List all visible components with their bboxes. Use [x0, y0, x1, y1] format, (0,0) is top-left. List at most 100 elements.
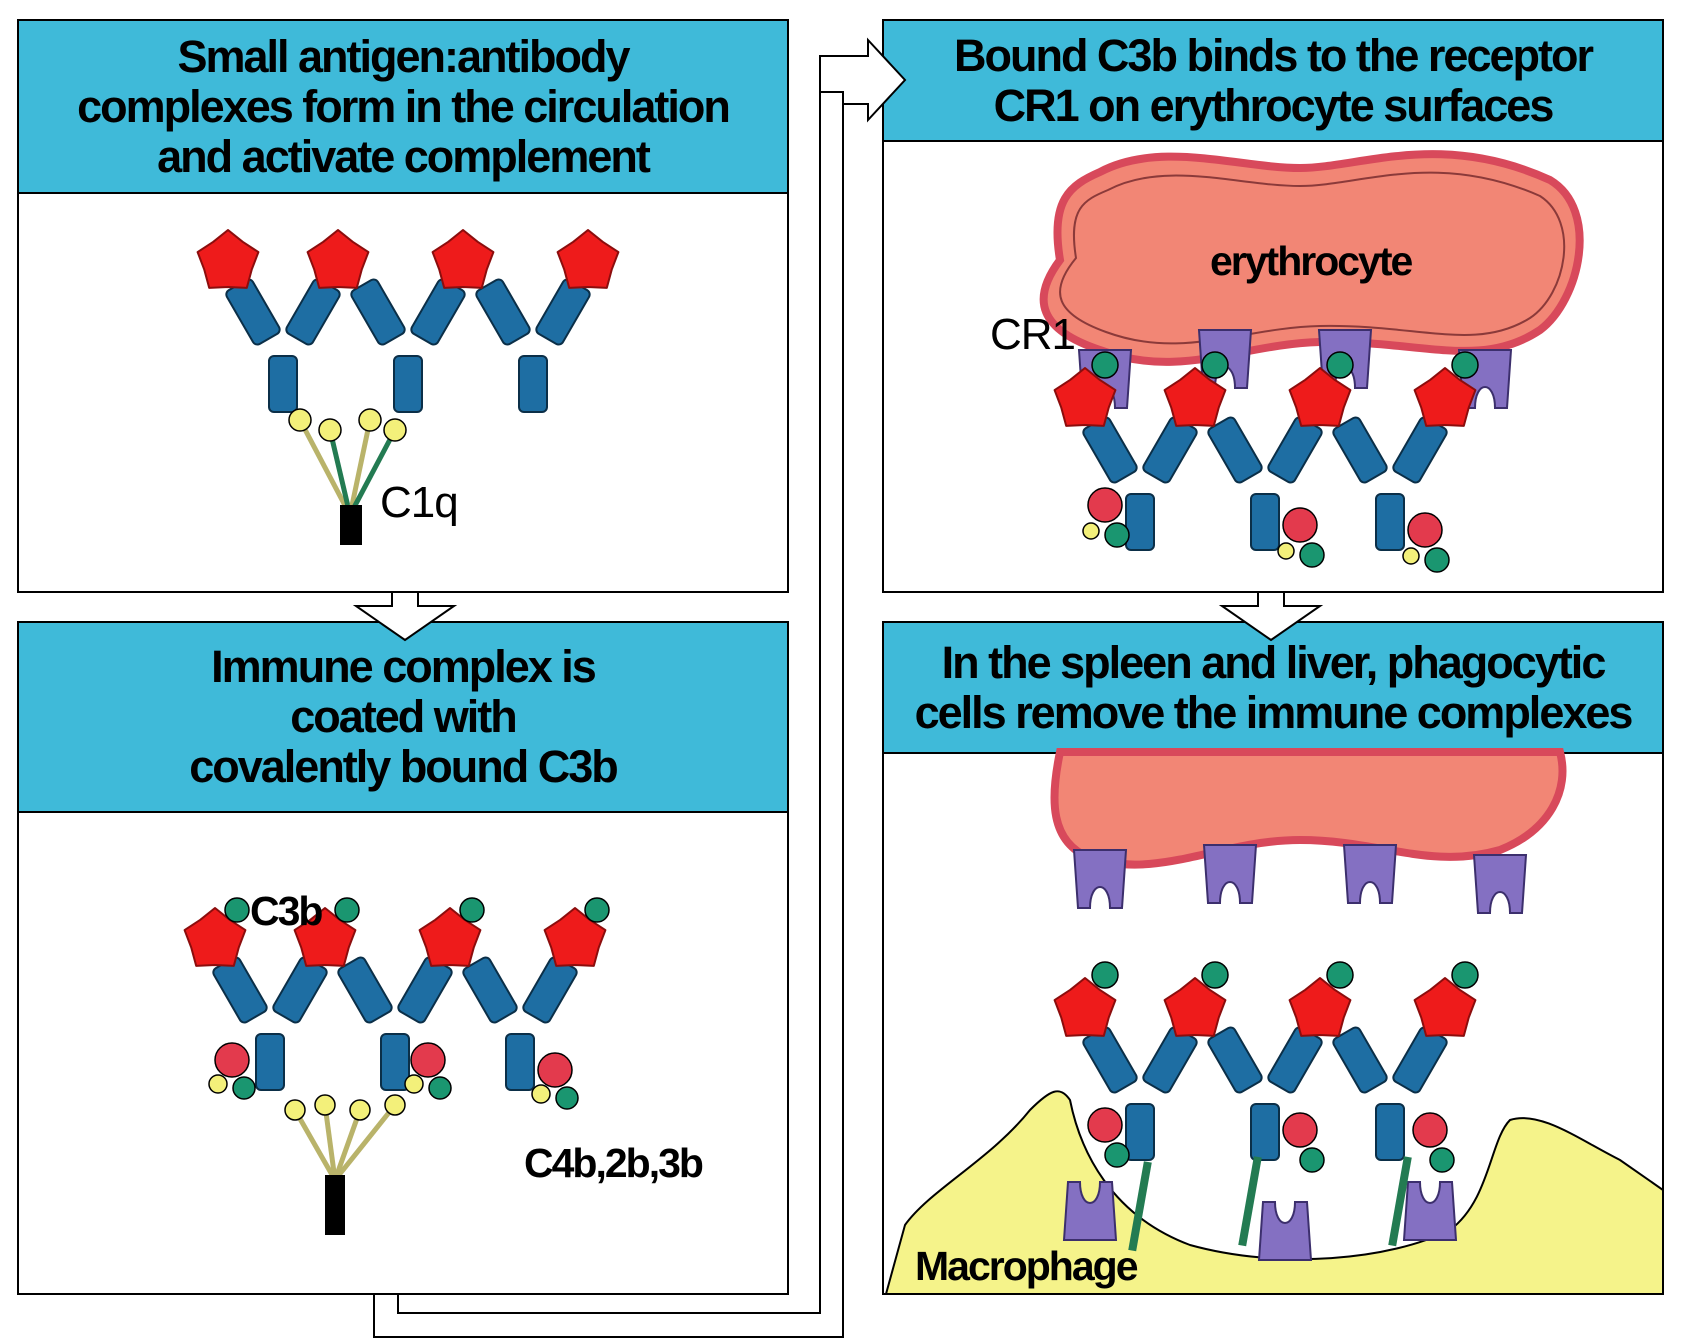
c4b-molecule	[537, 1052, 573, 1088]
panel-3-title: Bound C3b binds to the receptor CR1 on e…	[953, 29, 1594, 131]
fc-receptor	[1062, 1181, 1118, 1241]
c1q-head	[288, 408, 312, 432]
c3b-molecule	[232, 1076, 256, 1100]
c3b-molecule	[1326, 961, 1354, 989]
antigen-icon	[1163, 367, 1227, 427]
cr1-receptor	[1202, 844, 1258, 904]
c3b-molecule	[1091, 351, 1119, 379]
c3b-molecule	[459, 897, 485, 923]
antibody-segment	[1332, 1026, 1388, 1094]
c3b-molecule	[1201, 961, 1229, 989]
c3b-molecule	[334, 897, 360, 923]
antibody-segment	[462, 956, 518, 1024]
antigen-icon	[431, 229, 495, 289]
c1q-head	[284, 1099, 306, 1121]
c1q-strand	[297, 418, 353, 517]
c2b-molecule	[531, 1084, 551, 1104]
antibody-fc	[255, 1033, 285, 1091]
antibody-segment	[337, 956, 393, 1024]
antigen-icon	[1413, 977, 1477, 1037]
panel-2-header	[17, 621, 789, 813]
c3b-molecule	[1299, 1147, 1325, 1173]
c3b-molecule	[1201, 351, 1229, 379]
antibody-segment	[475, 278, 531, 346]
label-c3b: C3b	[250, 888, 323, 934]
c2b-molecule	[1402, 547, 1420, 565]
macrophage-cell	[884, 1090, 1664, 1295]
flow-connector-inner	[397, 68, 821, 1314]
antibody-fc	[380, 1033, 410, 1091]
antigen-icon	[543, 907, 607, 967]
c1q-strand	[292, 1108, 338, 1182]
c3b-molecule	[1299, 542, 1325, 568]
c1q-head	[384, 1094, 406, 1116]
label-c4b-2b-3b: C4b,2b,3b	[524, 1140, 704, 1186]
label-c1q: C1q	[380, 478, 459, 527]
antigen-icon	[183, 907, 247, 967]
c1q-strand	[347, 419, 373, 516]
panel-1-header	[17, 19, 789, 194]
label-erythrocyte: erythrocyte	[1210, 238, 1413, 284]
c3b-molecule	[1104, 1142, 1130, 1168]
fc-receptor	[1402, 1181, 1458, 1241]
c4b-molecule	[1282, 1112, 1318, 1148]
fc-receptor	[1257, 1201, 1313, 1261]
arrow-down-icon	[1218, 591, 1324, 642]
antigen-icon	[418, 907, 482, 967]
arrow-down-icon	[352, 591, 458, 642]
panel-4-header	[882, 621, 1664, 754]
antibody-segment	[1207, 416, 1263, 484]
c1q-head	[358, 408, 382, 432]
arrow-right-icon	[819, 37, 907, 123]
c3b-molecule	[1451, 961, 1479, 989]
c1q-strand	[333, 1103, 397, 1182]
antibody-fc	[1125, 1103, 1155, 1161]
antigen-icon	[1163, 977, 1227, 1037]
antibody-fc	[1250, 493, 1280, 551]
c1q-head	[349, 1099, 371, 1121]
antibody-fc	[505, 1033, 535, 1091]
c4b-molecule	[1407, 512, 1443, 548]
antigen-icon	[1413, 367, 1477, 427]
antibody-fc	[518, 355, 548, 413]
c3b-molecule	[1424, 547, 1450, 573]
c3b-molecule	[1104, 522, 1130, 548]
cr1-receptor	[1342, 844, 1398, 904]
c3b-molecule	[224, 897, 250, 923]
c2b-molecule	[1082, 522, 1100, 540]
antigen-icon	[556, 229, 620, 289]
c2b-molecule	[404, 1074, 424, 1094]
erythrocyte-cell	[1050, 748, 1567, 869]
antigen-icon	[293, 907, 357, 967]
macrophage-membrane-protein	[1238, 1156, 1262, 1247]
c1q-strand	[347, 428, 398, 517]
c3b-molecule	[555, 1086, 579, 1110]
c4b-molecule	[214, 1042, 250, 1078]
antibody-fc	[1375, 493, 1405, 551]
macrophage-membrane-protein	[1128, 1161, 1152, 1252]
label-macrophage: Macrophage	[915, 1243, 1138, 1289]
antibody-fc	[268, 355, 298, 413]
c1q-strand	[332, 1109, 363, 1181]
antigen-icon	[1053, 367, 1117, 427]
panel-2-title: Immune complex is coated with covalently…	[189, 641, 619, 792]
c4b-molecule	[410, 1042, 446, 1078]
antibody-segment	[350, 278, 406, 346]
c1q-stalk	[340, 505, 362, 545]
antigen-icon	[196, 229, 260, 289]
c1q-strand	[327, 429, 353, 516]
antibody-segment	[1207, 1026, 1263, 1094]
c3b-molecule	[1326, 351, 1354, 379]
c1q-head	[383, 418, 407, 442]
c4b-molecule	[1282, 507, 1318, 543]
c4b-molecule	[1087, 487, 1123, 523]
c2b-molecule	[1277, 542, 1295, 560]
panel-1-title: Small antigen:antibody complexes form in…	[77, 30, 731, 182]
antibody-fc	[393, 355, 423, 413]
antigen-icon	[1288, 977, 1352, 1037]
antigen-icon	[306, 229, 370, 289]
c1q-head	[318, 418, 342, 442]
c3b-molecule	[428, 1076, 452, 1100]
